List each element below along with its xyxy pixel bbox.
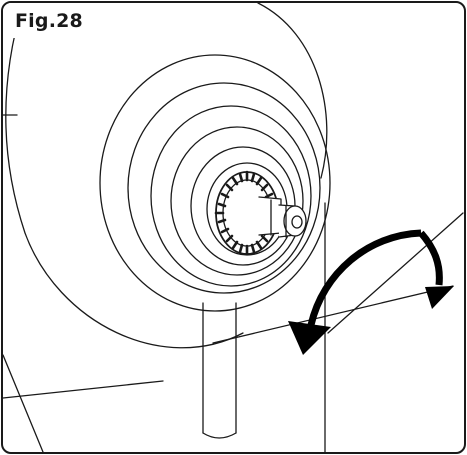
housing xyxy=(99,54,331,312)
illustration xyxy=(3,3,464,452)
figure-label: Fig.28 xyxy=(3,3,95,38)
double-headed-curved-arrow-icon xyxy=(288,229,454,355)
large-disc xyxy=(5,3,328,349)
shaft xyxy=(258,196,307,238)
mounting-post xyxy=(202,302,237,439)
